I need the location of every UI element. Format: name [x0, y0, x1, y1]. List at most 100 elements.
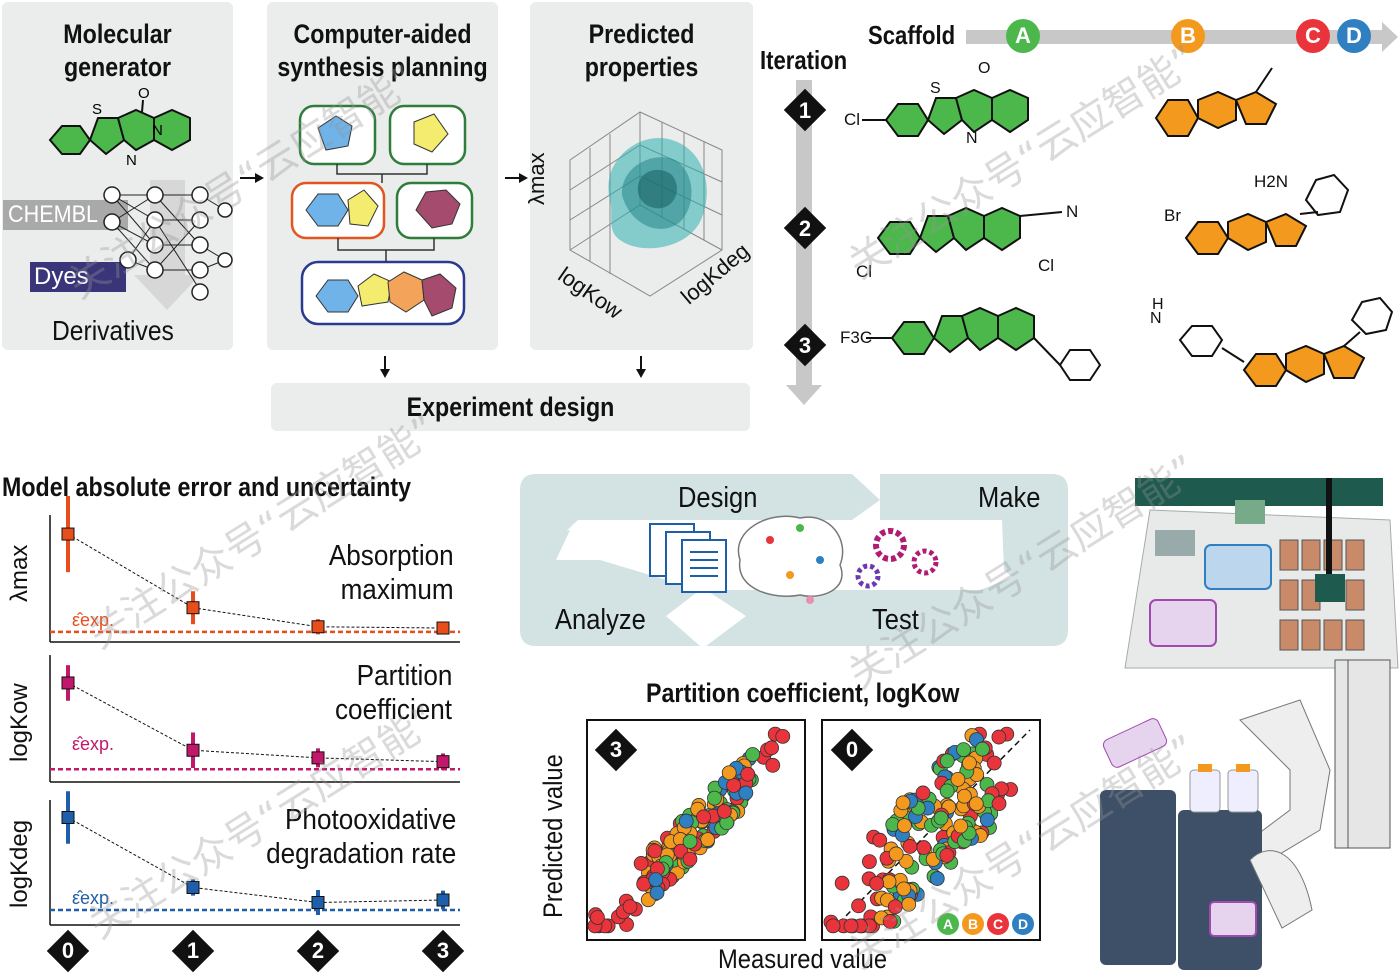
atom-br: Br	[1164, 206, 1181, 225]
atom-s: S	[930, 80, 941, 97]
scatter-point	[696, 809, 711, 825]
scatter-point	[825, 918, 841, 934]
generator-drawing: S O N N	[3, 85, 723, 378]
error-point	[436, 893, 450, 907]
chembl-label: CHEMBL	[8, 201, 99, 228]
error-point	[186, 601, 200, 615]
scatter-point	[968, 796, 984, 812]
atom-cl-1: Cl	[844, 110, 861, 129]
scatter-point	[933, 810, 949, 826]
xtick-0-label: 0	[61, 938, 75, 963]
row2-eps: ε̂exp.	[72, 734, 115, 754]
xtick-1-label: 1	[186, 938, 200, 963]
scatter-point	[896, 881, 912, 897]
scatter-point	[721, 765, 737, 781]
scatter-point	[745, 747, 761, 762]
scatter-point	[950, 771, 966, 787]
cycle-analyze: Analyze	[555, 604, 646, 636]
scaffold-chip-b: B	[1171, 19, 1205, 53]
error-point	[436, 755, 450, 769]
scatter-right-iter-label: 0	[845, 737, 859, 762]
atom-n: N	[966, 130, 978, 147]
row3-label1: Photooxidative	[284, 804, 456, 836]
scatter-xlabel: Measured value	[718, 944, 888, 974]
scatter-point	[953, 818, 969, 834]
error-row-2-trend	[67, 817, 444, 904]
scatter-point	[962, 755, 977, 771]
scaffold-chip-a: A	[1006, 19, 1040, 53]
atom-f3c: F3C	[840, 328, 873, 347]
scatter-point	[939, 753, 955, 769]
atom-cn: N	[1066, 202, 1079, 221]
iteration-2-number: 2	[798, 216, 812, 241]
scatter-point	[898, 853, 914, 869]
derivatives-label: Derivatives	[52, 315, 174, 346]
scatter-left-iter-label: 3	[609, 737, 623, 762]
scatter-point	[915, 785, 931, 801]
scatter-point	[872, 832, 888, 848]
scatter-point	[678, 813, 694, 829]
scatter-point	[834, 875, 850, 891]
scatter-title: Partition coefficient, logKow	[646, 678, 960, 708]
scaffold-label: Scaffold	[868, 20, 956, 50]
experiment-design-box: Experiment design	[271, 383, 750, 431]
row3-label2: degradation rate	[265, 838, 456, 870]
scatter-point	[707, 790, 722, 806]
xtick-2-label: 2	[311, 938, 325, 963]
iteration-label: Iteration	[760, 45, 848, 75]
scatter-point	[633, 856, 649, 871]
scatter-point	[991, 796, 1007, 812]
error-row-0-trend	[67, 533, 444, 629]
scatter-point	[775, 728, 791, 744]
svg-text:N: N	[126, 152, 137, 169]
atom-o: O	[978, 60, 991, 77]
scatter-point	[738, 785, 754, 801]
error-point	[61, 811, 75, 824]
scatter-point	[902, 839, 918, 854]
row3-eps: ε̂exp.	[72, 888, 115, 908]
dyes-label: Dyes	[34, 263, 89, 290]
scatter-point	[895, 795, 911, 811]
scatter-point	[740, 766, 756, 782]
dmta-cycle	[520, 474, 1068, 646]
experiment-design-label: Experiment design	[406, 392, 615, 422]
legend-chip-c: C	[987, 913, 1009, 935]
scatter-point	[851, 898, 866, 914]
scaffold-chip-c: C	[1296, 19, 1330, 53]
scatter-point	[716, 803, 732, 819]
row1-eps: ε̂exp.	[72, 610, 115, 630]
svg-text:S: S	[92, 101, 102, 118]
scatter-point	[986, 755, 1002, 771]
scatter-point	[622, 899, 638, 915]
row2-label2: coefficient	[334, 694, 452, 726]
scatter-point	[887, 899, 903, 915]
iteration-3-number: 3	[798, 333, 812, 358]
scatter-point	[929, 871, 945, 886]
scatter-point	[991, 729, 1007, 745]
iteration-1-number: 1	[798, 98, 812, 123]
scatter-point	[700, 832, 716, 848]
scatter-point	[682, 834, 698, 849]
scatter-point	[888, 846, 904, 862]
row2-label1: Partition	[356, 660, 452, 692]
scaffold-chip-d: D	[1337, 19, 1371, 53]
error-point	[311, 896, 325, 909]
scatter-point	[764, 740, 779, 756]
cycle-design: Design	[678, 482, 758, 514]
error-point	[311, 620, 325, 634]
scatter-point	[682, 851, 698, 867]
error-point	[61, 676, 75, 690]
scatter-point	[590, 910, 605, 925]
svg-text:O: O	[138, 85, 150, 102]
error-point	[186, 881, 200, 894]
scatter-point	[956, 742, 971, 758]
scatter-point	[647, 843, 663, 859]
scatter-point	[939, 847, 955, 863]
row1-label1: Absorption	[329, 540, 454, 572]
atom-h2n: H2N	[1254, 172, 1289, 191]
cycle-test: Test	[872, 604, 919, 636]
scatter-point	[939, 783, 955, 799]
